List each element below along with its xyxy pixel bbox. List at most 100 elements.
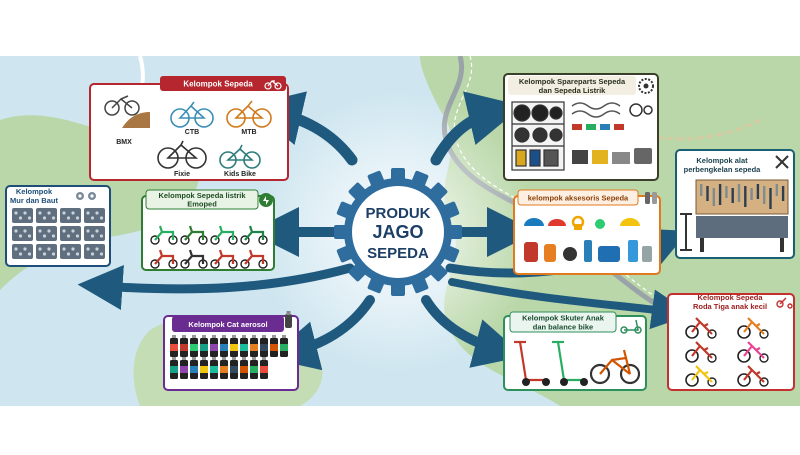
card-title: kelompok aksesoris Sepeda: [528, 194, 629, 203]
bag-icon: [544, 244, 556, 262]
bolt: [38, 211, 42, 215]
emoped-wheel: [210, 259, 220, 269]
bolt-bin: [84, 208, 105, 223]
bolt: [47, 247, 51, 251]
emoped: [154, 249, 175, 265]
can-nozzle: [252, 335, 256, 338]
emoped-wheel: [240, 235, 250, 245]
shelf-tires: [511, 101, 565, 171]
can-label: [270, 344, 278, 351]
bmx-bike-icon: [104, 95, 140, 116]
card-frame: [667, 293, 795, 391]
pegboard: [695, 179, 789, 215]
bolt-bin: [12, 208, 33, 223]
emoped-wheel: [240, 259, 250, 269]
can-nozzle: [262, 357, 266, 360]
bolt: [18, 234, 23, 238]
trail: [599, 118, 761, 141]
label-bmx: BMX: [116, 139, 132, 146]
gear-face: [352, 186, 444, 278]
emoped: [244, 249, 265, 265]
bolt-bin: [12, 226, 33, 241]
kick-scooter-red: [514, 340, 550, 386]
center-title-line3: SEPEDA: [367, 245, 429, 262]
tricycle: [743, 341, 765, 359]
can-nozzle: [172, 335, 176, 338]
bolt: [90, 252, 95, 256]
bolt: [66, 216, 71, 220]
can-label: [220, 344, 228, 351]
can-nozzle: [222, 335, 226, 338]
top-margin: [0, 0, 800, 56]
can-nozzle: [232, 335, 236, 338]
card-kelompok-alat: Kelompok alat perbengkelan sepeda: [675, 149, 795, 259]
hanging-tool: [769, 188, 772, 209]
bolt: [23, 247, 27, 251]
card-kelompok-spareparts: Kelompok Spareparts Sepeda dan Sepeda Li…: [503, 73, 659, 181]
bolt: [99, 252, 104, 256]
emoped-grid: [150, 225, 268, 269]
bolt: [86, 211, 90, 215]
arrow-to-spareparts: [430, 91, 523, 166]
trike-rear-wheel: [759, 377, 769, 387]
card-kelompok-sepeda: Kelompok Sepeda BMX CTB MTB Fixie Kids B…: [89, 76, 289, 181]
bolt: [62, 211, 66, 215]
bolt: [71, 247, 75, 251]
can-nozzle: [172, 357, 176, 360]
bolt: [38, 229, 42, 233]
scooter-icon: [620, 319, 642, 334]
bolt: [27, 252, 32, 256]
center-hub: PRODUK JAGO SEPEDA: [334, 168, 462, 296]
bolt: [14, 211, 18, 215]
hanging-tool: [718, 184, 722, 205]
can-label: [240, 366, 248, 373]
card-title-bar: [517, 189, 639, 206]
can-nozzle: [192, 335, 196, 338]
sprocket-icon: [638, 78, 654, 94]
pump-icon: [563, 247, 577, 261]
hanging-tool: [706, 186, 709, 201]
bolt: [47, 229, 51, 233]
bolt: [51, 216, 56, 220]
card-kelompok-roda-tiga: Kelompok Sepeda Roda Tiga anak kecil: [667, 293, 795, 391]
bolt: [95, 247, 99, 251]
card-title-line1: Kelompok alat: [696, 156, 748, 165]
light-icon: [642, 246, 652, 262]
bolt: [90, 216, 95, 220]
balance-bike: [589, 349, 641, 385]
emoped-wheel: [180, 235, 190, 245]
bolt: [66, 234, 71, 238]
center-title-line1: PRODUK: [365, 205, 430, 222]
can-nozzle: [242, 357, 246, 360]
emoped: [184, 225, 205, 241]
card-title-bar: [508, 76, 636, 95]
can-label: [170, 344, 178, 351]
arrow-to-mur: [77, 263, 355, 310]
workbench-leg: [780, 238, 784, 252]
helmet-icon: [620, 218, 640, 226]
hanging-tool: [775, 184, 778, 196]
bolt: [71, 211, 75, 215]
stand-pump-icon: [680, 213, 692, 251]
bolt: [47, 211, 51, 215]
bolt: [38, 247, 42, 251]
can-nozzle: [282, 335, 286, 338]
bolt-bin: [60, 226, 81, 241]
label-kids-bike: Kids Bike: [224, 171, 256, 178]
bolt-bin: [12, 244, 33, 259]
bolt: [75, 234, 80, 238]
arrow-to-rodatiga: [448, 278, 692, 330]
bolt: [90, 234, 95, 238]
label-ctb: CTB: [185, 129, 199, 136]
card-title-bar: [509, 311, 617, 333]
emoped: [214, 225, 235, 241]
card-title: Kelompok Sepeda: [183, 80, 253, 89]
mtb-bike-icon: [226, 100, 272, 128]
can-label: [190, 344, 198, 351]
hanging-tool: [763, 186, 766, 204]
card-title-bar: [160, 76, 286, 91]
tricycle-grid: [685, 317, 769, 387]
emoped-wheel: [210, 235, 220, 245]
arrow-to-cat: [267, 295, 375, 371]
